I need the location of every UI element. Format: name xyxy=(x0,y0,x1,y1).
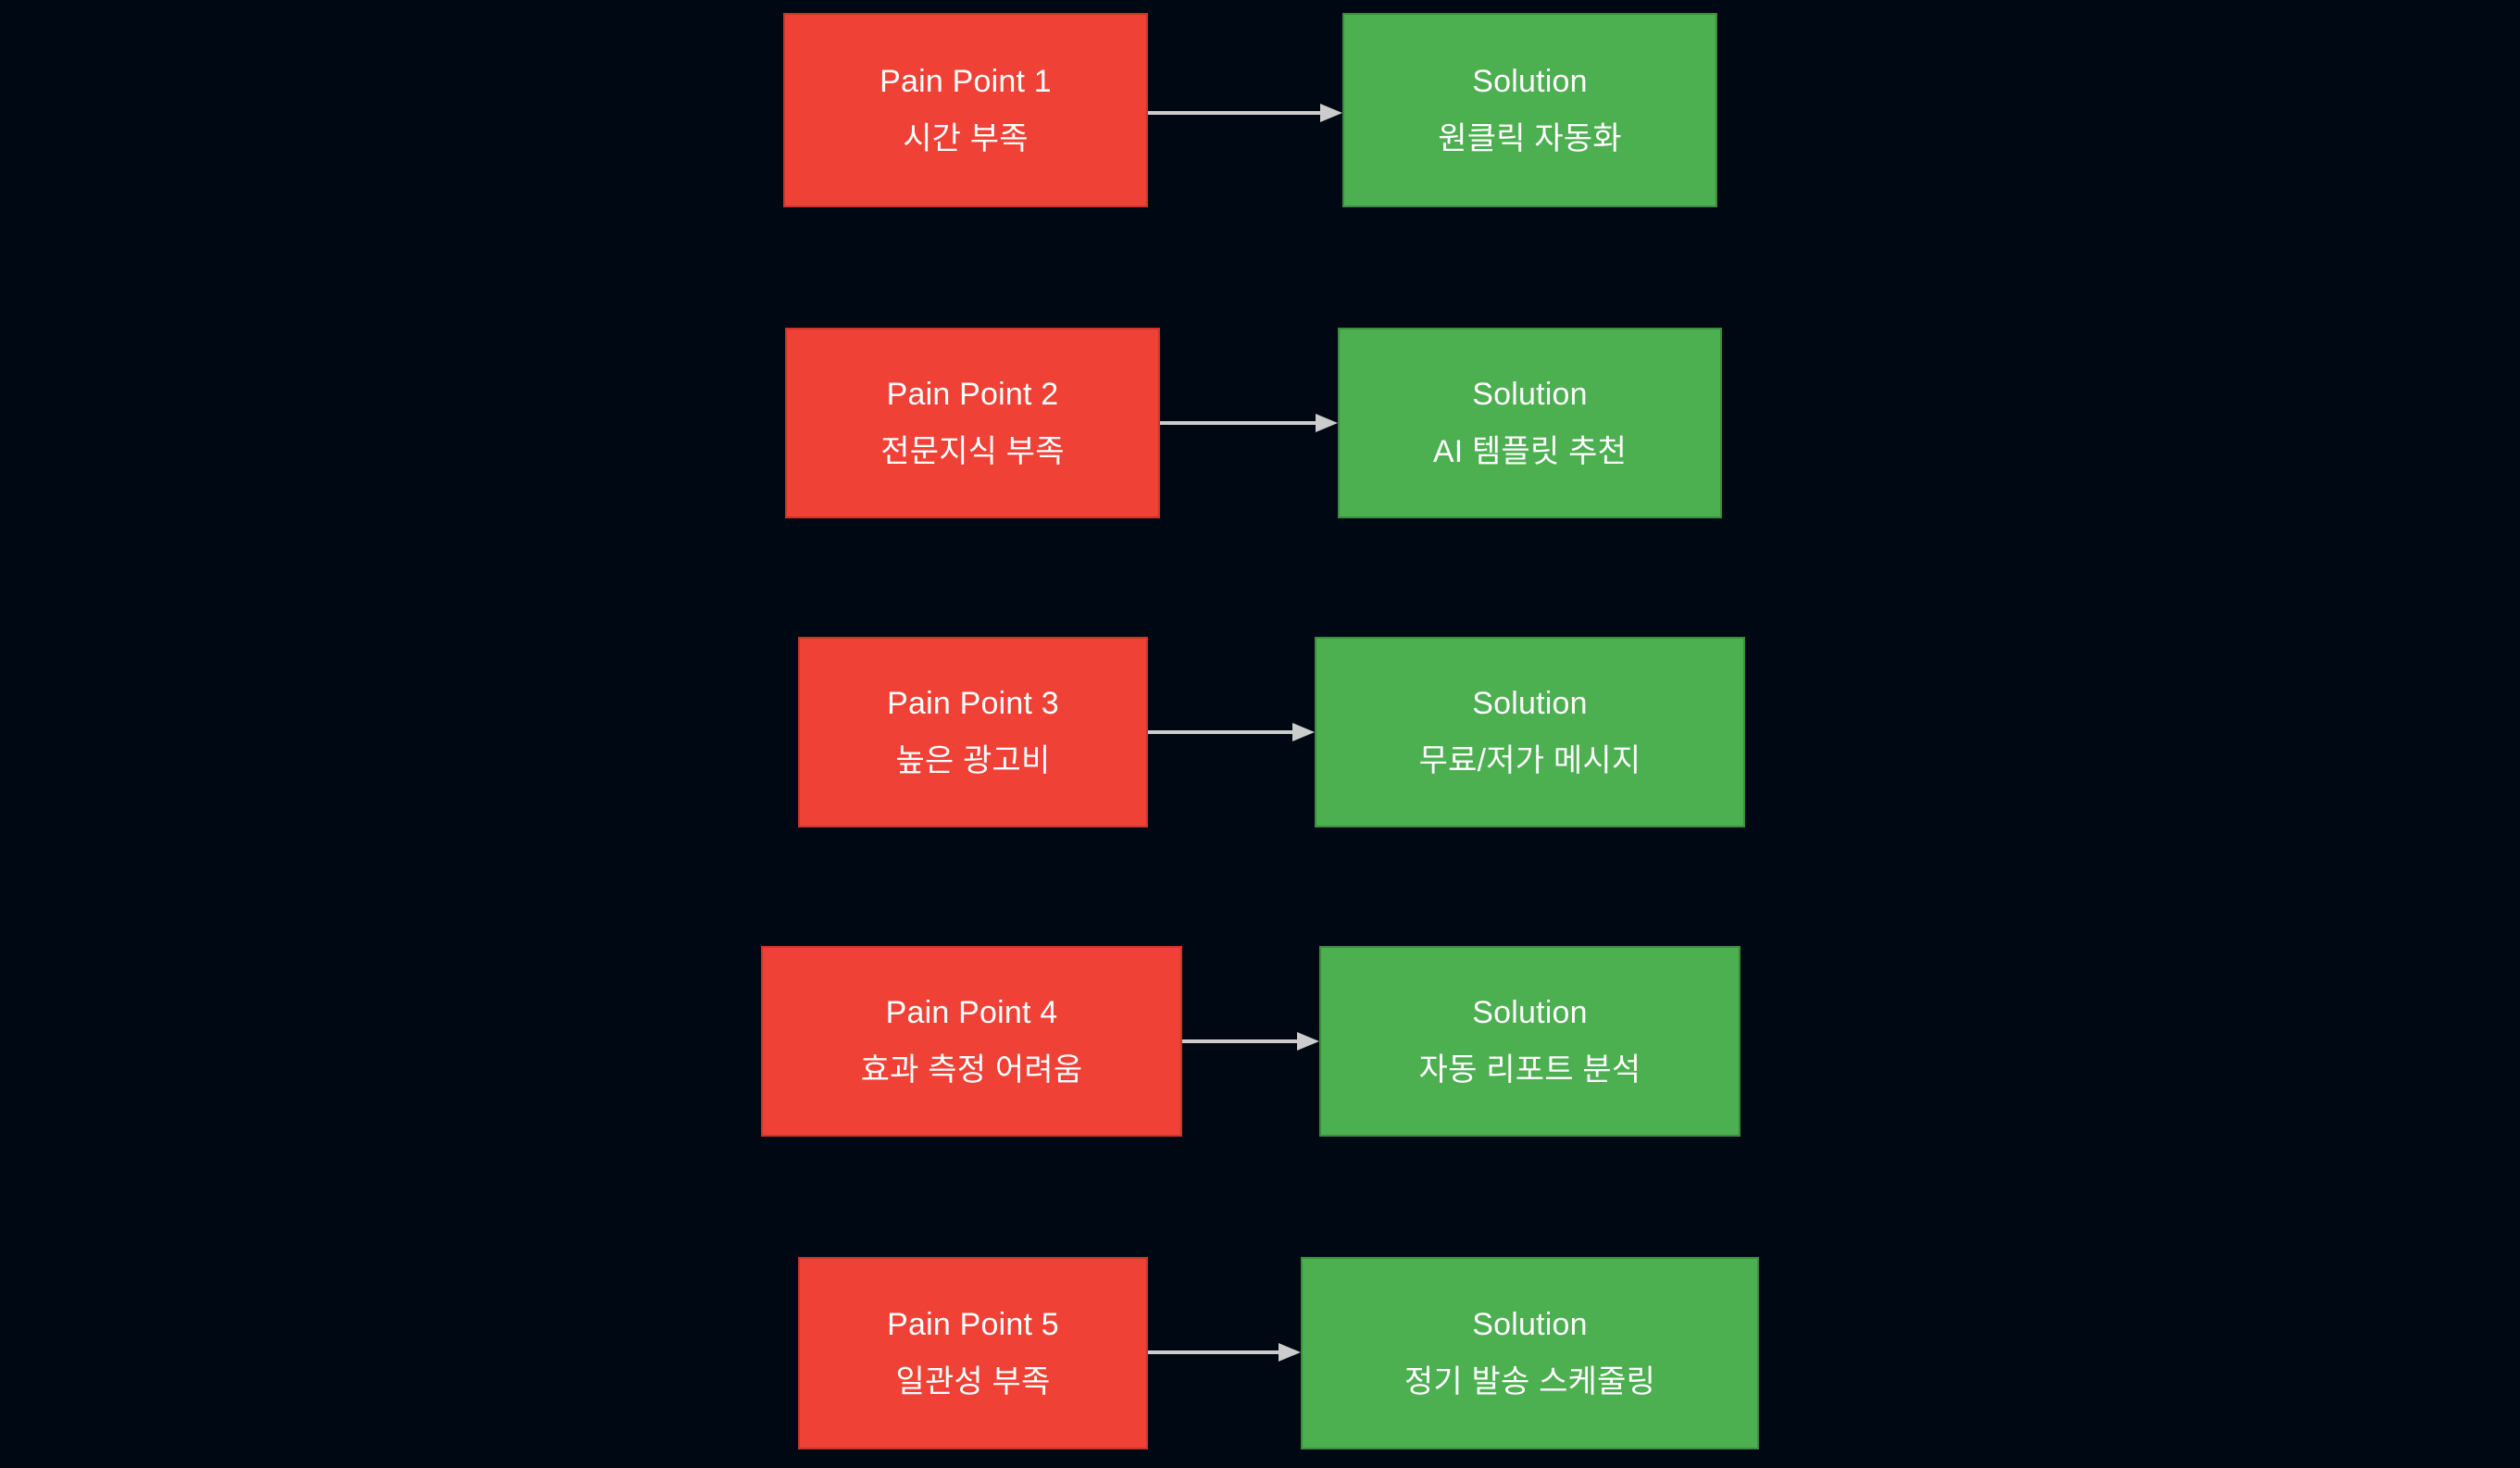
edge-pain-5-to-solution-5 xyxy=(1148,1341,1301,1363)
node-subtitle: 자동 리포트 분석 xyxy=(1418,1052,1641,1088)
node-pain-point-2[interactable]: Pain Point 2 전문지식 부족 xyxy=(785,328,1160,518)
node-solution-3[interactable]: Solution 무료/저가 메시지 xyxy=(1315,637,1745,827)
node-solution-5[interactable]: Solution 정기 발송 스케줄링 xyxy=(1301,1257,1759,1449)
node-title: Solution xyxy=(1472,377,1588,412)
node-title: Pain Point 5 xyxy=(887,1307,1059,1342)
node-title: Solution xyxy=(1472,64,1588,99)
node-subtitle: 정기 발송 스케줄링 xyxy=(1403,1364,1656,1400)
node-title: Pain Point 3 xyxy=(887,686,1059,721)
node-solution-4[interactable]: Solution 자동 리포트 분석 xyxy=(1319,946,1740,1137)
node-pain-point-5[interactable]: Pain Point 5 일관성 부족 xyxy=(798,1257,1148,1449)
node-title: Pain Point 1 xyxy=(880,64,1052,99)
node-pain-point-4[interactable]: Pain Point 4 효과 측정 어려움 xyxy=(761,946,1182,1137)
node-subtitle: 시간 부족 xyxy=(903,121,1029,156)
node-subtitle: AI 템플릿 추천 xyxy=(1432,434,1628,469)
node-title: Pain Point 4 xyxy=(885,995,1058,1030)
node-subtitle: 일관성 부족 xyxy=(895,1364,1051,1400)
node-subtitle: 원클릭 자동화 xyxy=(1438,121,1622,156)
node-pain-point-1[interactable]: Pain Point 1 시간 부족 xyxy=(783,13,1148,207)
node-title: Solution xyxy=(1472,995,1588,1030)
node-subtitle: 높은 광고비 xyxy=(895,743,1051,778)
node-title: Pain Point 2 xyxy=(886,377,1059,412)
node-title: Solution xyxy=(1472,686,1588,721)
node-solution-2[interactable]: Solution AI 템플릿 추천 xyxy=(1338,328,1722,518)
node-subtitle: 전문지식 부족 xyxy=(880,434,1065,469)
edge-pain-2-to-solution-2 xyxy=(1160,412,1338,434)
node-title: Solution xyxy=(1472,1307,1588,1342)
node-subtitle: 효과 측정 어려움 xyxy=(860,1052,1083,1088)
node-subtitle: 무료/저가 메시지 xyxy=(1418,743,1641,778)
edge-pain-1-to-solution-1 xyxy=(1148,102,1342,124)
edge-pain-3-to-solution-3 xyxy=(1148,721,1315,743)
node-solution-1[interactable]: Solution 원클릭 자동화 xyxy=(1342,13,1717,207)
edge-pain-4-to-solution-4 xyxy=(1182,1030,1319,1052)
node-pain-point-3[interactable]: Pain Point 3 높은 광고비 xyxy=(798,637,1148,827)
